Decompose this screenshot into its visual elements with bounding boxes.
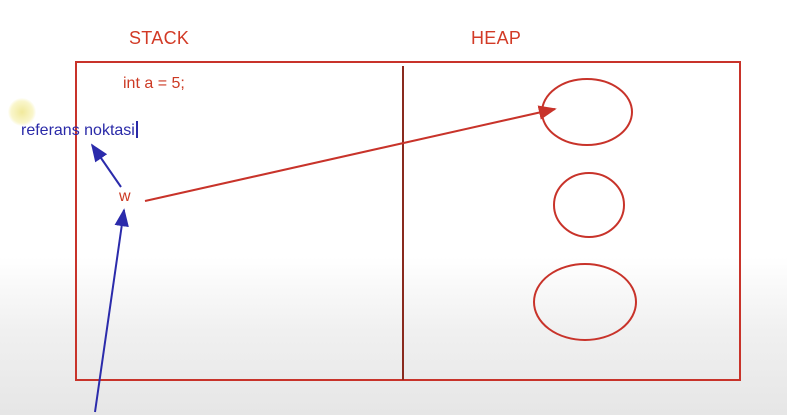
code-line: int a = 5; [123, 75, 185, 92]
heap-object-3 [533, 263, 637, 341]
heap-object-2 [553, 172, 625, 238]
annotation-arrow-to-label [90, 143, 122, 188]
memory-box [75, 61, 741, 381]
heap-title: HEAP [471, 28, 522, 48]
variable-label: w [119, 188, 131, 205]
annotation-arrow-to-w [94, 208, 129, 413]
pointer-highlight [8, 98, 36, 126]
annotation-label[interactable]: referans noktasi [21, 121, 138, 140]
heap-object-1 [541, 78, 633, 146]
reference-arrow [144, 105, 557, 202]
stack-title: STACK [129, 28, 190, 48]
annotation-text: referans noktasi [21, 122, 135, 139]
text-cursor [135, 121, 138, 138]
